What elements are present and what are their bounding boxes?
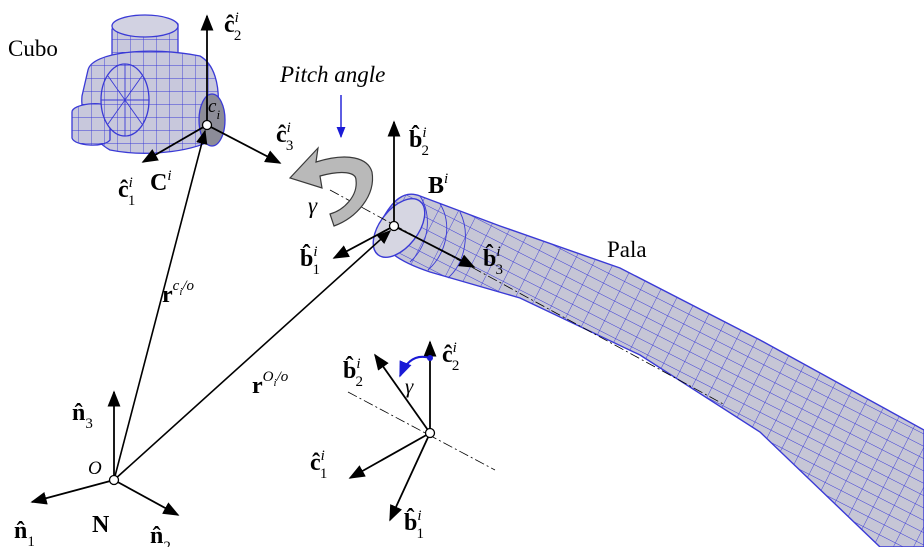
label-frame-N: N: [92, 512, 110, 538]
detail-origin: [424, 427, 436, 439]
label-point-ci: ci: [208, 96, 220, 122]
hub-label: Cubo: [8, 36, 58, 61]
hub: [71, 14, 226, 154]
detail-axis-b1: [389, 432, 431, 522]
gamma-label-top: γ: [308, 193, 318, 218]
hub-lower-lobe: [71, 102, 111, 146]
hub-boss-spokes: [101, 64, 149, 136]
blade-root-rings: [409, 195, 466, 279]
point-ci: [201, 119, 213, 131]
axis-c1: [141, 124, 208, 163]
label-n2: n̂2: [150, 523, 171, 547]
vector-r-ci-o: [113, 129, 208, 481]
detail-axis-line: [347, 391, 496, 471]
axis-c3: [206, 124, 282, 164]
frame-B-axes: [332, 120, 476, 268]
blade-surface: [377, 193, 924, 547]
gamma-arc: [399, 355, 431, 378]
gamma-arc-dot: [427, 355, 433, 361]
label-frame-C: Ci: [150, 168, 172, 196]
detail-frame-axes: [348, 340, 437, 522]
label-r-Oi-o: rOi/o: [252, 369, 289, 399]
pitch-rotation-arrow: [288, 146, 374, 227]
label-detail-gamma: γ: [405, 374, 414, 398]
axis-b1: [332, 225, 395, 259]
blade-label: Pala: [607, 237, 647, 262]
origin-point: [108, 474, 120, 486]
point-Oi: [388, 220, 400, 232]
detail-axis-c1: [348, 432, 431, 479]
axis-n2: [113, 479, 180, 516]
label-origin-O: O: [88, 458, 102, 479]
axis-n1: [30, 479, 115, 505]
label-r-ci-o: rci/o: [162, 278, 195, 308]
pitch-angle-label: Pitch angle: [279, 62, 385, 87]
label-n1: n̂1: [14, 518, 35, 547]
hub-top-cap: [111, 14, 179, 38]
frame-C-axes: [141, 14, 282, 164]
label-n3: n̂3: [72, 400, 93, 432]
frame-N-axes: [30, 390, 180, 516]
detail-axis-b2: [374, 353, 431, 434]
axis-b3: [393, 225, 476, 268]
label-frame-B: Bi: [428, 171, 448, 199]
vector-r-Oi-o: [113, 230, 392, 481]
